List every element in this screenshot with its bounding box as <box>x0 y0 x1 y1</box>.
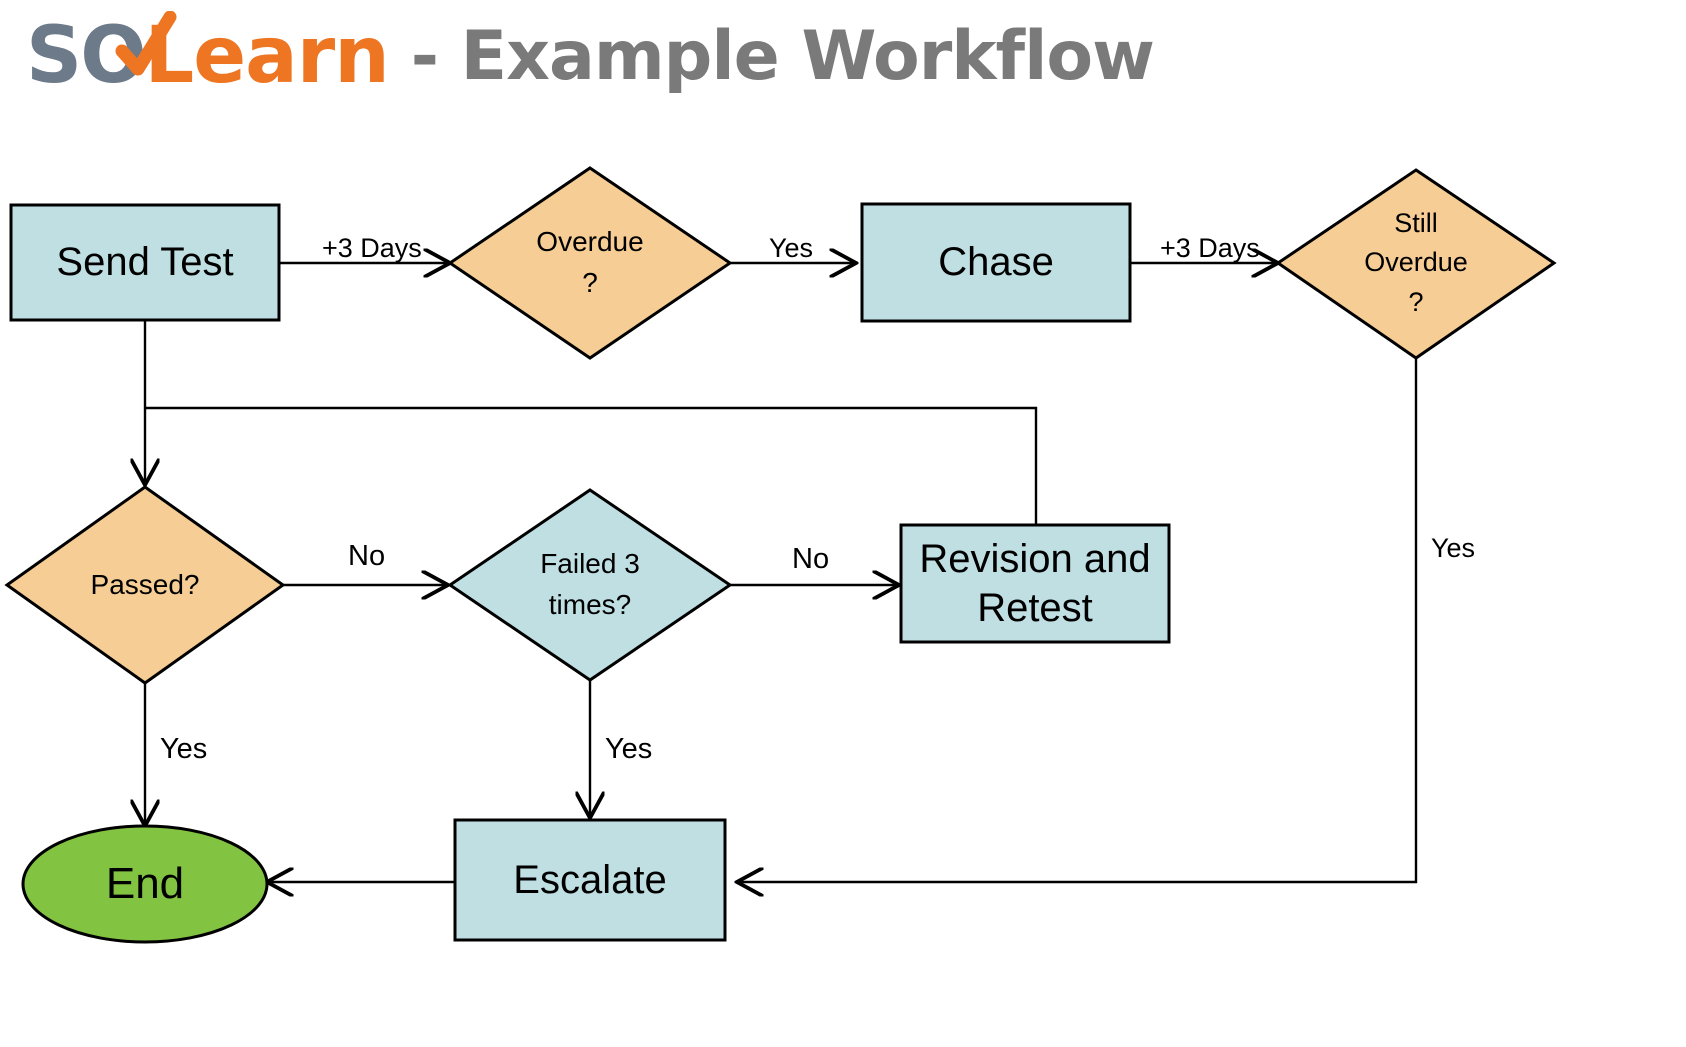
edge-label-failed3-to-revision: No <box>792 543 830 575</box>
page-header: S O Learn - Example Workflow <box>26 8 1155 104</box>
edge-label-passed-to-end: Yes <box>160 733 208 765</box>
edge-label-failed3-to-escalate: Yes <box>605 733 653 765</box>
node-chase[interactable] <box>860 202 1132 323</box>
edge-still-overdue-to-escalate <box>737 358 1418 882</box>
node-failed-three-times-decision[interactable] <box>447 488 733 682</box>
logo-word-learn: Learn <box>144 11 390 101</box>
logo-letter-s: S <box>26 11 82 101</box>
connector-layer <box>145 263 1418 882</box>
node-revision-and-retest[interactable] <box>899 523 1171 644</box>
edge-label-chase-to-still-overdue: +3 Days <box>1160 233 1260 263</box>
edge-label-overdue-to-chase: Yes <box>769 233 814 263</box>
node-send-test[interactable] <box>9 203 281 322</box>
edge-label-passed-to-failed3: No <box>348 540 386 572</box>
node-overdue-decision[interactable] <box>447 166 733 360</box>
edge-label-send-test-to-overdue: +3 Days <box>322 233 422 263</box>
node-passed-decision[interactable] <box>4 485 286 685</box>
edge-revision-to-send-test <box>145 406 1038 525</box>
node-still-overdue-decision[interactable] <box>1275 168 1557 360</box>
solearn-logo: S O Learn <box>26 11 390 101</box>
node-escalate[interactable] <box>453 818 727 942</box>
edge-label-still-overdue-to-escalate: Yes <box>1431 533 1476 563</box>
page-title: - Example Workflow <box>410 16 1155 96</box>
node-end-terminator[interactable] <box>21 824 269 944</box>
